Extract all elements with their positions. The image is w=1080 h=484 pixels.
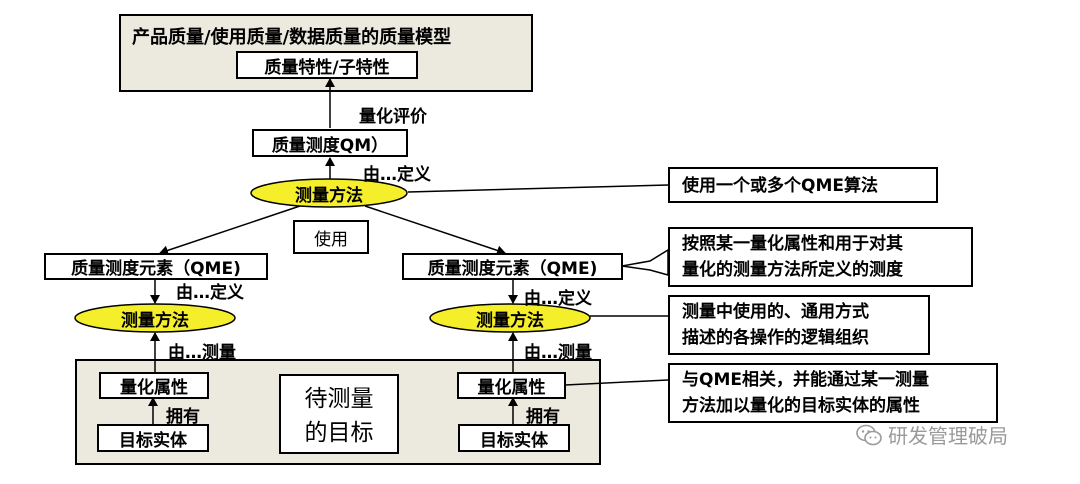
quantified-attribute-left: 量化属性 <box>99 372 209 399</box>
note-3-line-1: 测量中使用的、通用方式 <box>682 302 869 322</box>
target-line-2: 的目标 <box>304 420 374 446</box>
qme-box-left: 质量测度元素（QME) <box>44 253 268 280</box>
note-2-line-2: 量化的测量方法所定义的测度 <box>682 260 903 280</box>
note-3-line-2: 描述的各操作的逻辑组织 <box>682 328 869 348</box>
note-4-line-2: 方法加以量化的目标实体的属性 <box>682 396 920 416</box>
measurement-method-top: 测量方法 <box>295 186 363 206</box>
edge-label-quantify: 量化评价 <box>359 107 427 127</box>
measurement-method-ellipse-top <box>250 178 408 208</box>
note-2-line-1: 按照某一量化属性和用于对其 <box>682 234 903 254</box>
note-4-line-1: 与QME相关，并能通过某一测量 <box>682 370 929 390</box>
watermark-text: 研发管理破局 <box>888 424 1008 448</box>
watermark: 研发管理破局 <box>856 420 1008 449</box>
edge-label-defined-left: 由…定义 <box>176 283 244 303</box>
edge-method-to-qme-left <box>159 205 301 256</box>
quantified-attribute-right: 量化属性 <box>457 372 566 399</box>
qm-box: 质量测度QM） <box>252 129 408 157</box>
quality-model-title: 产品质量/使用质量/数据质量的质量模型 <box>132 27 452 48</box>
edge-label-defined-top: 由…定义 <box>363 165 431 185</box>
measurement-method-left: 测量方法 <box>121 310 189 331</box>
edge-label-measured-right: 由…测量 <box>524 343 592 363</box>
target-to-measure-box: 待测量 的目标 <box>279 374 399 454</box>
edge-label-measured-left: 由…测量 <box>168 343 236 363</box>
note-qme-algorithms: 使用一个或多个QME算法 <box>668 167 938 203</box>
callout-leader-2 <box>621 248 669 276</box>
measurement-method-right: 测量方法 <box>476 310 544 331</box>
quality-characteristics-box: 质量特性/子特性 <box>236 51 418 79</box>
measurement-method-ellipse-left <box>74 303 236 333</box>
note-method-definition: 测量中使用的、通用方式 描述的各操作的逻辑组织 <box>668 295 930 355</box>
note-attribute-definition: 与QME相关，并能通过某一测量 方法加以量化的目标实体的属性 <box>668 363 998 423</box>
edge-label-has-left: 拥有 <box>166 407 200 427</box>
note-qme-definition: 按照某一量化属性和用于对其 量化的测量方法所定义的测度 <box>668 227 973 287</box>
target-entity-left: 目标实体 <box>97 424 209 452</box>
qme-box-right: 质量测度元素（QME) <box>402 253 623 280</box>
wechat-icon <box>856 424 882 445</box>
use-box: 使用 <box>293 220 369 254</box>
measurement-method-ellipse-right <box>429 303 591 333</box>
callout-leader-4 <box>564 379 669 386</box>
edge-label-has-right: 拥有 <box>526 407 560 427</box>
target-line-1: 待测量 <box>304 386 374 412</box>
callout-leader-1 <box>407 184 669 193</box>
edge-method-to-qme-right <box>364 205 506 256</box>
edge-label-defined-right: 由…定义 <box>524 289 592 309</box>
target-entity-right: 目标实体 <box>458 424 570 452</box>
note-1-text: 使用一个或多个QME算法 <box>682 176 878 196</box>
